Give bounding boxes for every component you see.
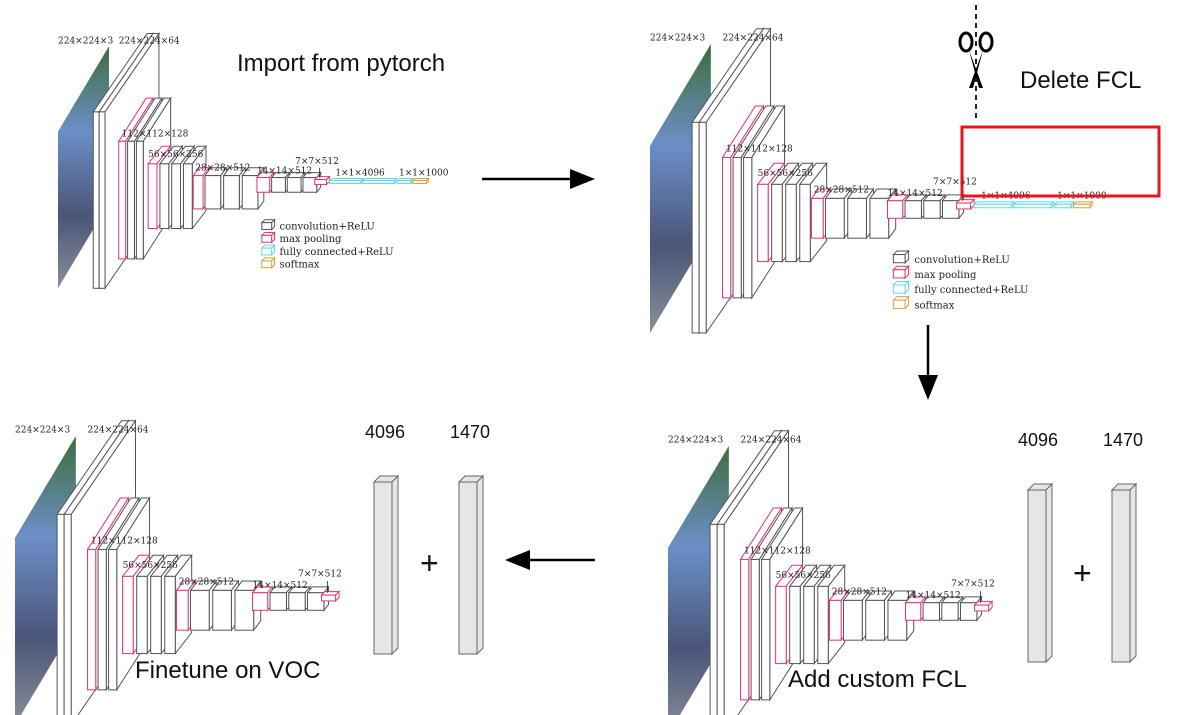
dim-label: 1×1×1000 — [399, 169, 449, 179]
fc-layer — [1053, 200, 1075, 209]
fc-column — [1026, 482, 1054, 664]
fc-size-label: 1470 — [1103, 430, 1144, 450]
custom-fcl-add — [1026, 482, 1138, 664]
fc-layer — [361, 177, 398, 185]
vgg-network-import: 1×1×4096 1×1×1000 224×224×3 224×224×64 112×1… — [58, 31, 449, 290]
fc-layer — [972, 200, 1016, 209]
fc-layer — [395, 177, 414, 185]
legend-label: max pooling — [914, 270, 977, 281]
caption-add: Add custom FCL — [788, 666, 967, 693]
pool-block — [973, 600, 994, 613]
softmax-layer — [1072, 200, 1094, 209]
dim-label: 112×112×128 — [122, 129, 189, 139]
dim-label: 28×28×512 — [832, 588, 887, 598]
dim-label: 56×56×256 — [776, 571, 831, 581]
legend-label: fully connected+ReLU — [279, 247, 393, 258]
plus-sign: + — [1073, 555, 1092, 591]
fc-column — [1110, 482, 1138, 664]
legend-swatch — [260, 218, 276, 231]
pool-block — [320, 590, 341, 603]
legend-swatch — [892, 265, 910, 280]
legend-label: softmax — [914, 300, 954, 311]
conv-block — [301, 171, 322, 194]
dim-label: 224×224×64 — [723, 33, 784, 43]
dim-label: 7×7×512 — [951, 579, 995, 589]
dim-label: 1×1×4096 — [335, 169, 385, 179]
dim-label: 7×7×512 — [298, 569, 342, 579]
dim-label: 7×7×512 — [295, 157, 339, 167]
dim-label: 224×224×3 — [650, 33, 705, 43]
caption-delete: Delete FCL — [1020, 67, 1142, 94]
pool-block — [955, 198, 976, 211]
dim-label: 14×14×512 — [257, 167, 312, 177]
dim-label: 224×224×64 — [741, 435, 802, 445]
dim-label: 56×56×256 — [758, 169, 813, 179]
dim-label: 224×224×3 — [15, 425, 70, 435]
dim-label: 224×224×3 — [668, 435, 723, 445]
legend-swatch — [260, 243, 276, 257]
fc-layer — [328, 177, 364, 185]
vgg-network-add: 224×224×3 224×224×64 112×112×128 56×56×2562… — [668, 429, 995, 715]
scissors-icon — [958, 5, 994, 120]
legend-swatch — [892, 280, 910, 295]
fc-column — [372, 474, 400, 656]
dim-label: 56×56×256 — [123, 561, 178, 571]
fc-size-label: 1470 — [450, 422, 491, 442]
dim-label: 112×112×128 — [726, 145, 793, 155]
softmax-layer — [411, 177, 430, 185]
dim-label: 28×28×512 — [179, 578, 234, 588]
caption-import: Import from pytorch — [237, 50, 446, 77]
custom-fcl-finetune — [372, 474, 485, 656]
legend-swatch — [892, 249, 910, 264]
pool-block — [313, 175, 331, 186]
legend-swatch — [260, 256, 276, 269]
pool-block — [904, 595, 927, 622]
fc-layer — [1012, 200, 1055, 209]
fc-size-label: 4096 — [1018, 430, 1059, 450]
dim-label: 56×56×256 — [148, 150, 203, 160]
legend-swatch — [892, 295, 910, 310]
input-image — [650, 43, 711, 333]
conv-block — [886, 589, 915, 642]
dim-label: 112×112×128 — [744, 547, 811, 557]
dim-label: 14×14×512 — [253, 581, 308, 591]
legend-label: convolution+ReLU — [279, 222, 374, 233]
legend-label: softmax — [279, 260, 319, 271]
legend-label: convolution+ReLU — [914, 255, 1009, 266]
legend-swatch — [260, 231, 276, 244]
dim-label: 112×112×128 — [91, 537, 158, 547]
fc-size-label: 4096 — [365, 422, 406, 442]
fc-column — [457, 474, 485, 656]
dim-label: 28×28×512 — [195, 164, 250, 174]
plus-sign: + — [420, 545, 439, 581]
caption-finetune: Finetune on VOC — [135, 657, 321, 684]
legend-label: fully connected+ReLU — [914, 285, 1028, 296]
dim-label: 7×7×512 — [933, 177, 977, 187]
dim-label: 224×224×64 — [119, 36, 180, 46]
dim-label: 14×14×512 — [906, 591, 961, 601]
vgg-network-finetune: 224×224×3 224×224×64 112×112×128 56×56×2562… — [15, 419, 342, 715]
dim-label: 14×14×512 — [888, 189, 943, 199]
fcl-highlight-box — [960, 125, 1161, 198]
dim-label: 224×224×64 — [88, 425, 149, 435]
dim-label: 28×28×512 — [814, 186, 869, 196]
legend-label: max pooling — [279, 234, 342, 245]
dim-label: 224×224×3 — [58, 36, 113, 46]
